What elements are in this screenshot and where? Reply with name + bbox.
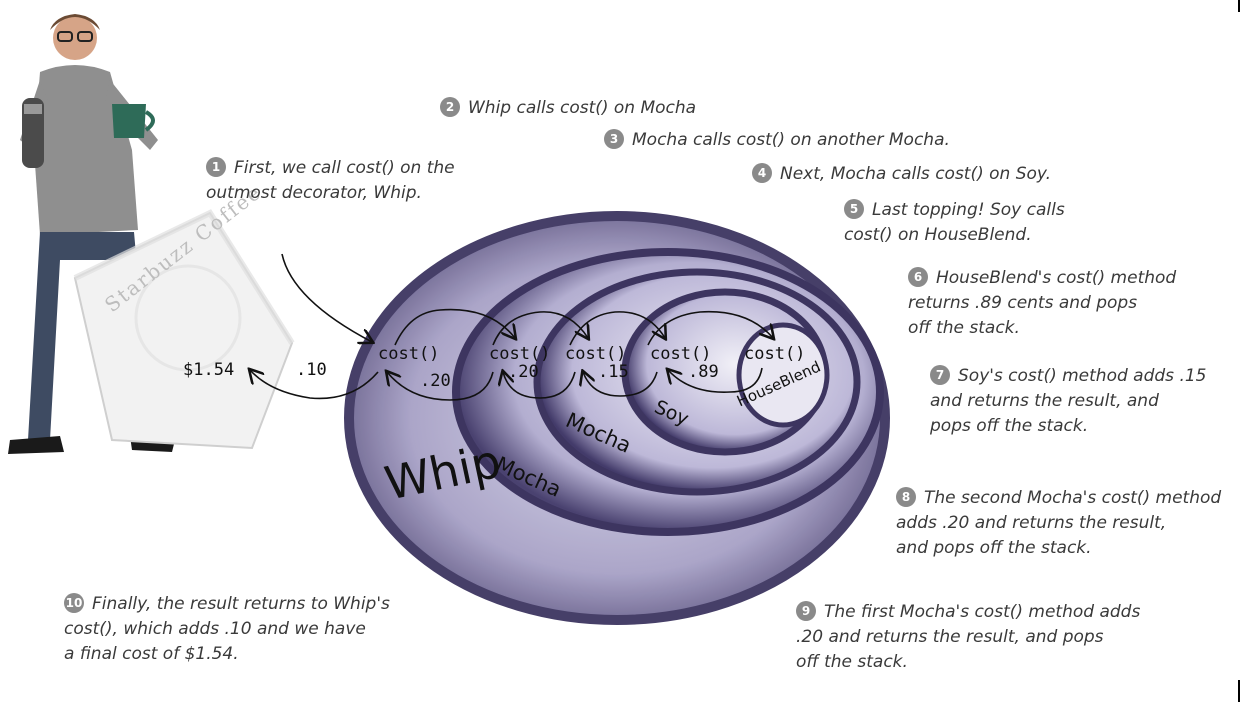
- cost-call-mocha-outer: cost(): [489, 344, 550, 364]
- step-text: The first Mocha's cost() method adds .20…: [796, 602, 1140, 672]
- step-number-badge: 8: [896, 487, 916, 507]
- step-text: Next, Mocha calls cost() on Soy.: [780, 164, 1051, 184]
- page-edge-mark-bottom: [1238, 680, 1240, 702]
- step-number-badge: 10: [64, 593, 84, 613]
- step-number-badge: 2: [440, 97, 460, 117]
- step-number-badge: 4: [752, 163, 772, 183]
- return-value-soy: .15: [598, 362, 629, 382]
- step-number-badge: 1: [206, 157, 226, 177]
- step-text: Last topping! Soy calls cost() on HouseB…: [844, 200, 1065, 245]
- return-value-mocha-inner: .20: [508, 362, 539, 382]
- step-text: Whip calls cost() on Mocha: [468, 98, 696, 118]
- step-text: Mocha calls cost() on another Mocha.: [632, 130, 950, 150]
- return-value-houseblend: .89: [688, 362, 719, 382]
- return-value-whip: .10: [296, 360, 327, 380]
- cost-call-whip: cost(): [378, 344, 439, 364]
- step-number-badge: 3: [604, 129, 624, 149]
- step-number-badge: 7: [930, 365, 950, 385]
- step-number-badge: 9: [796, 601, 816, 621]
- step-text: Finally, the result returns to Whip's co…: [64, 594, 390, 664]
- cost-call-mocha-inner: cost(): [565, 344, 626, 364]
- step-text: HouseBlend's cost() method returns .89 c…: [908, 268, 1176, 338]
- step-2: 2 Whip calls cost() on Mocha: [440, 96, 696, 121]
- cost-call-soy: cost(): [650, 344, 711, 364]
- page-edge-mark-top: [1238, 0, 1240, 12]
- step-text: First, we call cost() on the outmost dec…: [206, 158, 455, 203]
- return-value-mocha-outer: .20: [420, 371, 451, 391]
- final-price: $1.54: [183, 360, 234, 380]
- step-number-badge: 6: [908, 267, 928, 287]
- step-3: 3 Mocha calls cost() on another Mocha.: [604, 128, 950, 153]
- step-text: The second Mocha's cost() method adds .2…: [896, 488, 1221, 558]
- step-number-badge: 5: [844, 199, 864, 219]
- step-text: Soy's cost() method adds .15 and returns…: [930, 366, 1206, 436]
- step-4: 4 Next, Mocha calls cost() on Soy.: [752, 162, 1051, 187]
- cost-call-houseblend: cost(): [744, 344, 805, 364]
